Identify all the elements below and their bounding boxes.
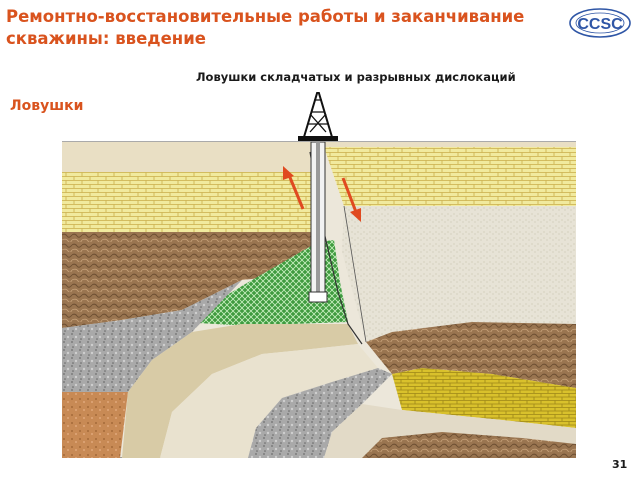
page-number: 31 <box>612 458 628 471</box>
drilling-rig-icon <box>298 92 338 141</box>
title-line-1: Ремонтно-восстановительные работы и зака… <box>6 7 525 26</box>
down-arrow-icon <box>341 177 361 222</box>
diagram-caption: Ловушки складчатых и разрывных дислокаци… <box>196 70 516 84</box>
ccsc-logo-icon: CCSC <box>569 8 631 38</box>
up-arrow-icon <box>283 166 305 210</box>
slide-title: Ремонтно-восстановительные работы и зака… <box>6 6 526 50</box>
logo-text: CCSC <box>577 16 623 33</box>
title-line-2: скважины: введение <box>6 29 206 48</box>
section-label: Ловушки <box>10 98 84 114</box>
geology-cross-section <box>62 92 576 458</box>
